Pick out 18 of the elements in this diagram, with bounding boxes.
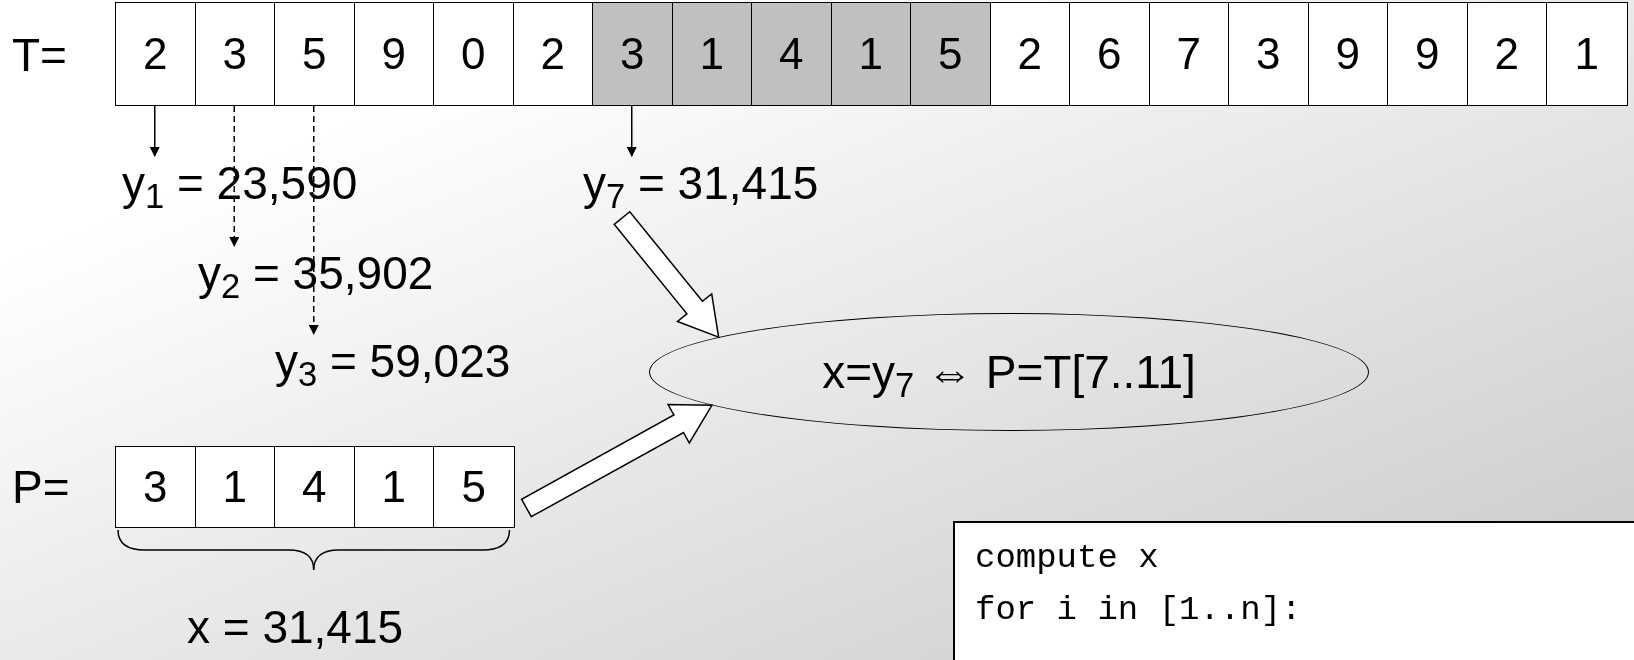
arrow xyxy=(626,105,637,157)
number-array xyxy=(115,2,1628,106)
block-arrow xyxy=(520,403,714,518)
array-name: P= xyxy=(12,464,70,510)
arrow xyxy=(308,105,319,335)
number-array xyxy=(115,446,515,528)
array-cell: 5 xyxy=(911,3,991,105)
array-cell: 1 xyxy=(672,3,752,105)
array-name: T= xyxy=(12,32,67,78)
code-line: compute x xyxy=(975,541,1160,575)
arrow xyxy=(149,105,160,157)
arrow xyxy=(229,105,240,247)
code-line: for i in [1..n]: xyxy=(975,593,1303,627)
array-cell: 3 xyxy=(593,3,673,105)
hash-value: x = 31,415 xyxy=(187,600,404,650)
array-cell: 4 xyxy=(752,3,832,105)
block-arrow xyxy=(613,210,720,339)
array-cell: 1 xyxy=(831,3,911,105)
